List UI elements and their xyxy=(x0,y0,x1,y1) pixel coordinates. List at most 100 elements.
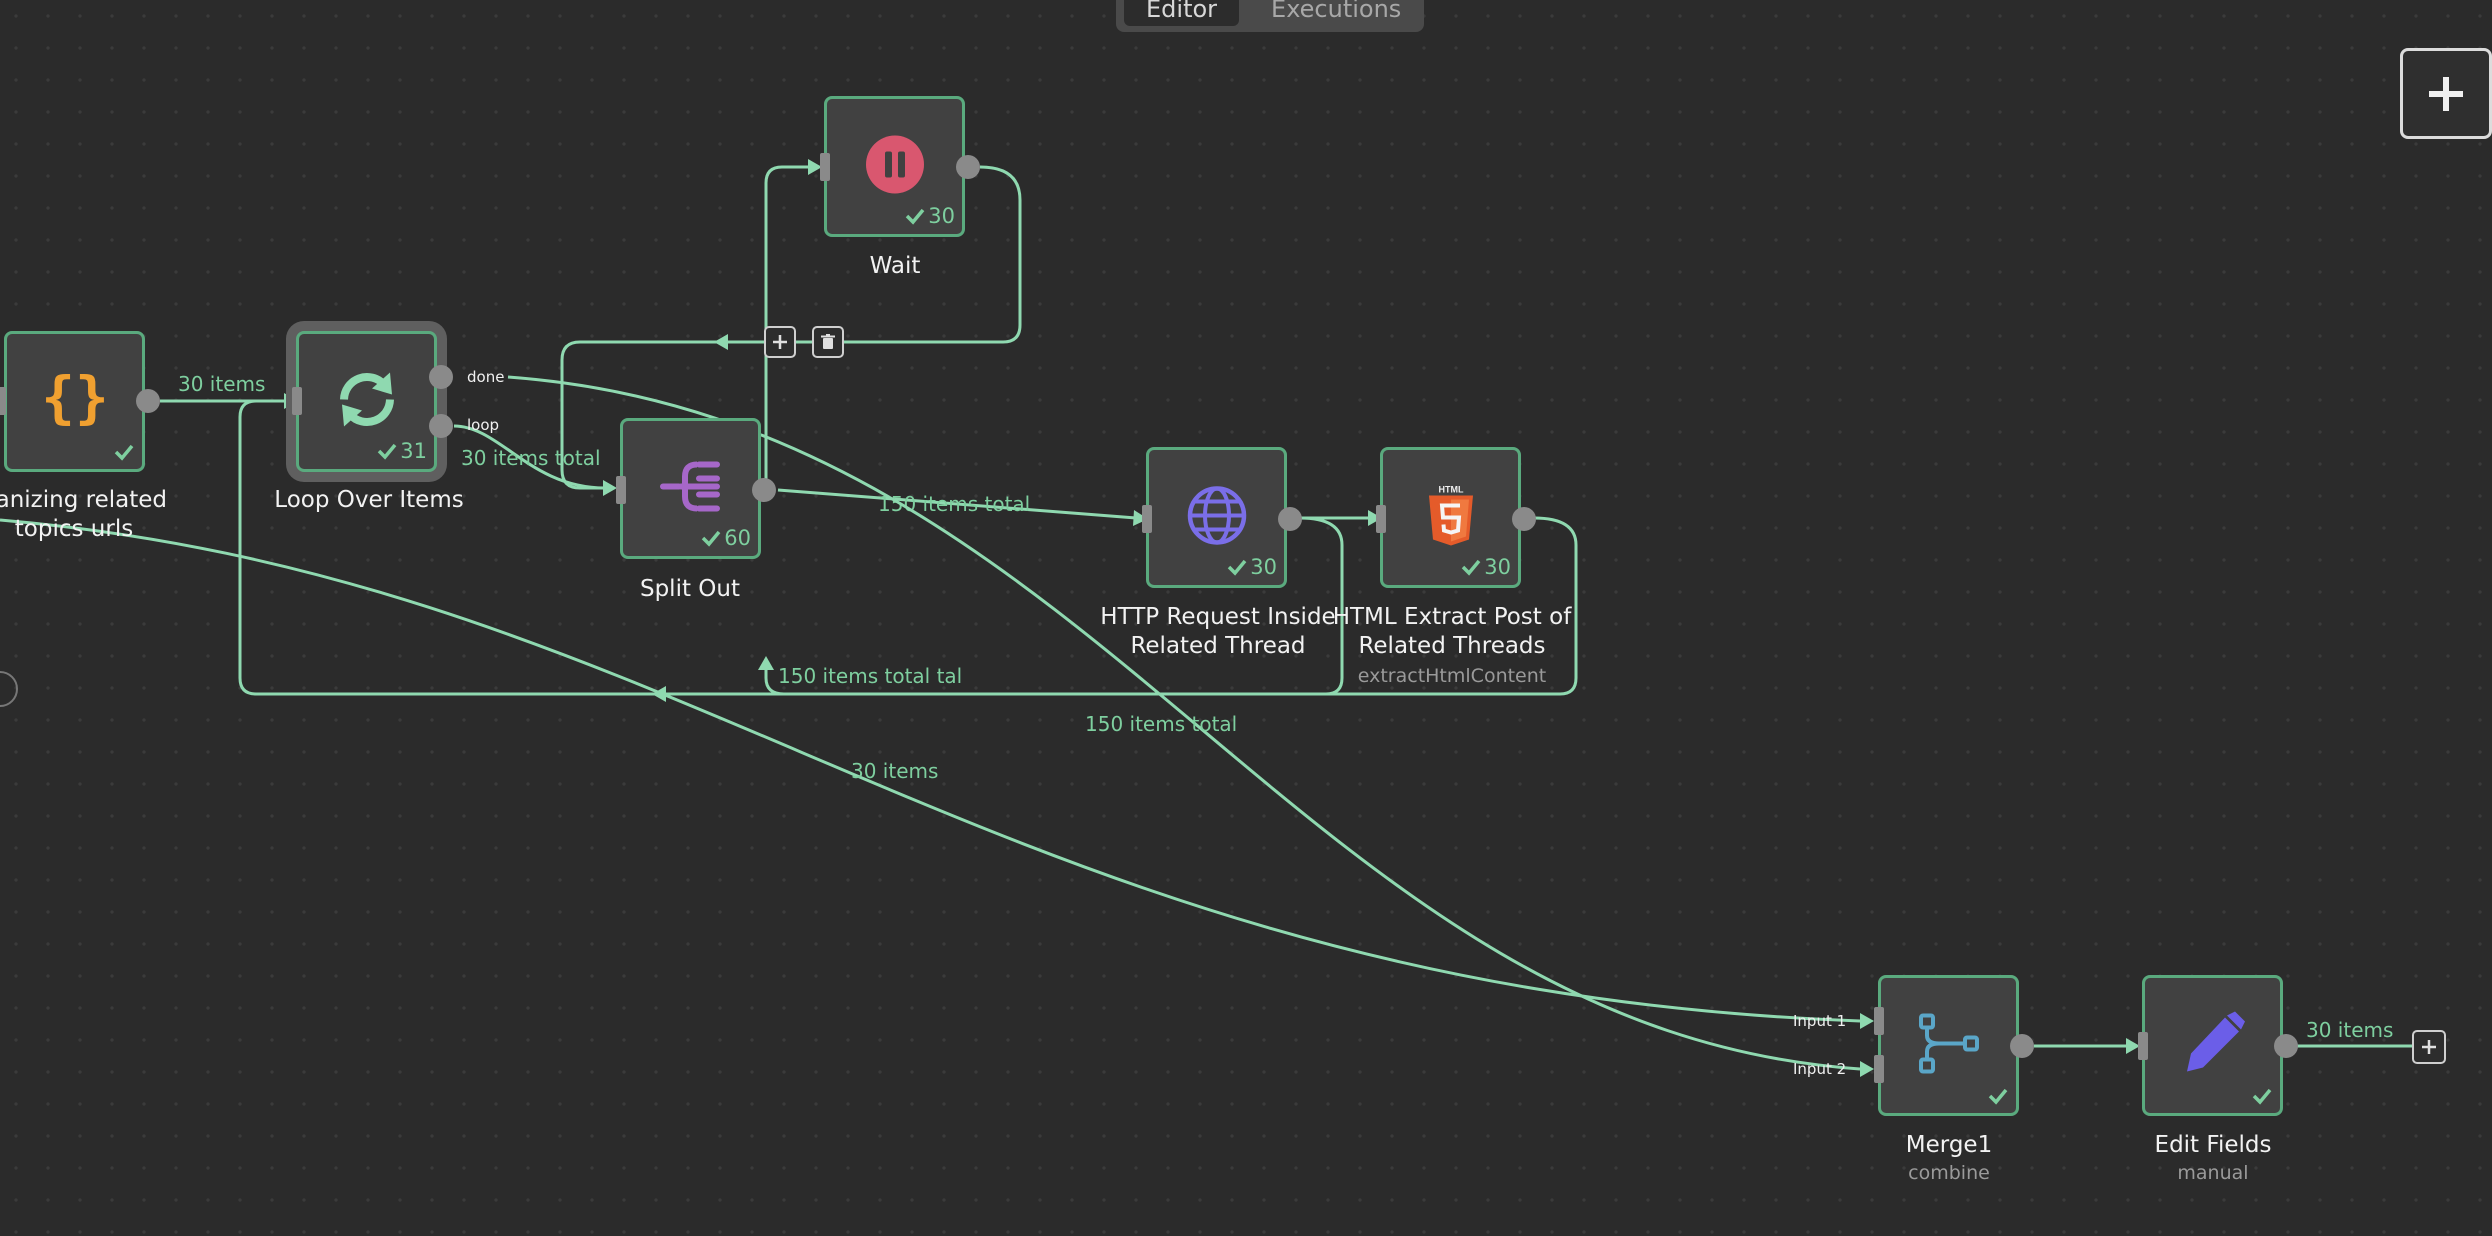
output-port[interactable] xyxy=(2010,1034,2034,1058)
arrow-head xyxy=(603,480,617,496)
check-icon xyxy=(1228,559,1247,576)
port-label-input-2: Input 2 xyxy=(1793,1060,1846,1078)
output-port-done[interactable] xyxy=(429,365,453,389)
connection-html-loop[interactable] xyxy=(238,399,1578,696)
input-port-1[interactable] xyxy=(1874,1007,1884,1035)
arrow-head xyxy=(714,334,728,350)
output-port[interactable] xyxy=(752,478,776,502)
input-port[interactable] xyxy=(292,387,302,415)
curly-braces-icon: {} xyxy=(41,365,108,437)
run-count-value: 30 xyxy=(928,204,955,228)
node-title-split: Split Out xyxy=(639,576,740,602)
node-merge1[interactable] xyxy=(1878,975,2019,1116)
connection-split-wait[interactable] xyxy=(764,165,810,490)
input-port[interactable] xyxy=(1376,505,1386,533)
pencil-icon xyxy=(2181,1011,2245,1080)
node-title-organizing: ganizing related topics urls xyxy=(0,487,167,542)
node-run-count: 60 xyxy=(700,526,751,550)
delete-connection-button[interactable] xyxy=(812,326,844,358)
check-icon xyxy=(702,530,721,547)
connection-loop-split[interactable] xyxy=(453,424,606,490)
arrow-head xyxy=(758,656,774,670)
run-count-value: 30 xyxy=(1484,555,1511,579)
arrow-head xyxy=(284,393,298,409)
output-port[interactable] xyxy=(136,389,160,413)
run-count-value: 31 xyxy=(400,439,427,463)
node-html-extract[interactable]: HTML 30 xyxy=(1380,447,1521,588)
html5-icon: HTML xyxy=(1423,483,1479,552)
connection-http-back[interactable] xyxy=(764,516,1344,696)
node-subtitle-html: extractHtmlContent xyxy=(1357,665,1547,687)
input-port[interactable] xyxy=(1142,505,1152,533)
arrow-head xyxy=(2126,1038,2140,1054)
node-wait[interactable]: 30 xyxy=(824,96,965,237)
svg-text:{}: {} xyxy=(42,366,108,430)
node-status xyxy=(2251,1085,2273,1107)
node-run-count: 30 xyxy=(1226,555,1277,579)
trash-icon xyxy=(821,334,835,349)
run-count-value: 30 xyxy=(1250,555,1277,579)
output-port[interactable] xyxy=(2274,1034,2298,1058)
check-icon xyxy=(906,208,925,225)
edge-label-loop-split: 30 items total xyxy=(461,446,601,470)
add-node-on-connection-button[interactable] xyxy=(764,326,796,358)
check-icon xyxy=(2252,1088,2272,1105)
connection-org-merge[interactable] xyxy=(0,518,1861,1023)
check-icon xyxy=(378,443,397,460)
edge-label-loop-back: 150 items total tal xyxy=(778,664,962,688)
arrow-head xyxy=(1368,510,1382,526)
merge-icon xyxy=(1917,1011,1981,1080)
node-title-wait: Wait xyxy=(869,253,921,279)
node-subtitle-merge: combine xyxy=(1908,1162,1990,1184)
tab-editor[interactable]: Editor xyxy=(1124,0,1240,26)
node-status xyxy=(1987,1085,2009,1107)
add-next-node-button[interactable] xyxy=(2412,1030,2446,1064)
split-out-icon xyxy=(659,456,723,521)
connection-split-http[interactable] xyxy=(777,488,1137,520)
view-tabs: Editor Executions xyxy=(1116,0,1424,32)
port-label-loop: loop xyxy=(467,416,499,434)
globe-icon xyxy=(1185,483,1249,552)
node-organizing-related-topics-urls[interactable]: {} xyxy=(4,331,145,472)
node-edit-fields[interactable] xyxy=(2142,975,2283,1116)
node-run-count: 30 xyxy=(1460,555,1511,579)
edge-label-org-merge: 30 items xyxy=(851,759,938,783)
output-port[interactable] xyxy=(956,155,980,179)
input-port[interactable] xyxy=(820,153,830,181)
node-status xyxy=(113,441,135,463)
output-port[interactable] xyxy=(1278,507,1302,531)
arrow-head xyxy=(1133,510,1148,526)
arrow-head xyxy=(1860,1061,1874,1077)
node-run-count: 30 xyxy=(904,204,955,228)
tab-executions[interactable]: Executions xyxy=(1271,0,1402,23)
input-port[interactable] xyxy=(0,387,6,415)
node-title-merge: Merge1 xyxy=(1905,1132,1993,1158)
check-icon xyxy=(114,444,134,461)
node-title-edit: Edit Fields xyxy=(2154,1132,2272,1158)
svg-text:HTML: HTML xyxy=(1438,484,1463,494)
input-port[interactable] xyxy=(616,476,626,504)
refresh-icon xyxy=(332,364,402,439)
output-port-loop[interactable] xyxy=(429,414,453,438)
node-subtitle-edit: manual xyxy=(2177,1162,2249,1184)
edge-label-org-loop: 30 items xyxy=(178,372,265,396)
node-title-html: HTML Extract Post of Related Threads xyxy=(1332,604,1572,659)
edge-label-edit-out: 30 items xyxy=(2306,1018,2393,1042)
node-http-request[interactable]: 30 xyxy=(1146,447,1287,588)
open-nodes-panel-button[interactable] xyxy=(2400,48,2492,139)
node-run-count: 31 xyxy=(376,439,427,463)
check-icon xyxy=(1462,559,1481,576)
check-icon xyxy=(1988,1088,2008,1105)
input-port-2[interactable] xyxy=(1874,1055,1884,1083)
port-label-input-1: Input 1 xyxy=(1793,1012,1846,1030)
arrow-head xyxy=(1860,1013,1874,1029)
plus-icon xyxy=(773,335,787,349)
plus-icon xyxy=(2422,1040,2436,1054)
output-port[interactable] xyxy=(1512,507,1536,531)
node-loop-over-items[interactable]: 31 xyxy=(296,331,437,472)
edge-label-done-merge: 150 items total xyxy=(1085,712,1237,736)
node-split-out[interactable]: 60 xyxy=(620,418,761,559)
input-port[interactable] xyxy=(2138,1032,2148,1060)
